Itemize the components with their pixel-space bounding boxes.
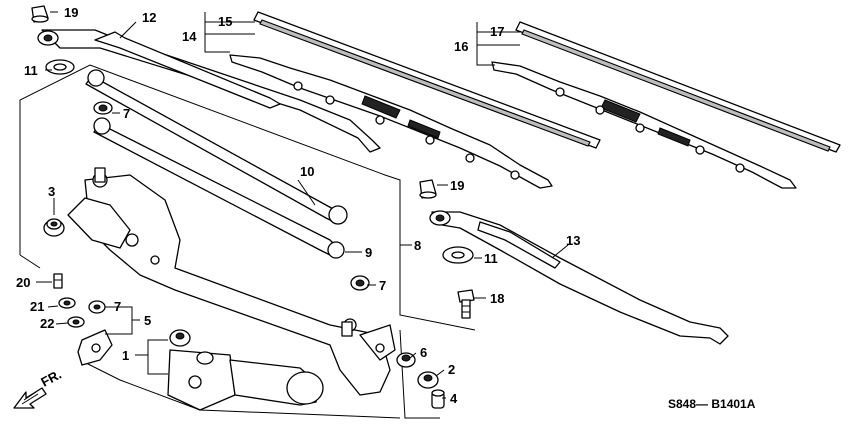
- bracket-5: [77, 329, 113, 366]
- nut-11-top: [45, 59, 75, 75]
- callout-11-right: 11: [484, 251, 498, 266]
- callout-15: 15: [218, 14, 232, 29]
- left-wiper-blade: [229, 11, 601, 189]
- callout-7-mid: 7: [379, 278, 386, 293]
- callout-14: 14: [182, 29, 197, 44]
- callout-4: 4: [450, 391, 458, 406]
- callout-1: 1: [122, 348, 129, 363]
- bushing-7-top: [93, 101, 113, 115]
- washer-21: [58, 297, 76, 309]
- callout-10: 10: [300, 164, 314, 179]
- callout-3: 3: [48, 184, 55, 199]
- bushing-7-mid: [350, 275, 370, 291]
- wiper-linkage-frame: [67, 167, 396, 396]
- callout-19-top: 19: [64, 5, 78, 20]
- callout-16: 16: [454, 39, 468, 54]
- leader-lines: [36, 11, 569, 399]
- callout-7-left: 7: [114, 299, 121, 314]
- diagram-code: S848— B1401A: [668, 397, 756, 411]
- front-direction-label: FR.: [38, 367, 64, 390]
- callout-18: 18: [490, 291, 504, 306]
- callout-5: 5: [144, 313, 151, 328]
- bushing-7-left: [88, 300, 106, 314]
- callout-6: 6: [420, 345, 427, 360]
- bolt-20: [53, 273, 63, 289]
- callout-20: 20: [16, 275, 30, 290]
- callout-labels: 19 12 15 14 11 17 16 7 10 19 3 13 8 9 11…: [16, 5, 580, 406]
- callout-12: 12: [142, 10, 156, 25]
- callout-2: 2: [448, 362, 455, 377]
- bolt-18: [457, 289, 475, 319]
- callout-11-top: 11: [24, 63, 38, 78]
- callout-22: 22: [40, 316, 54, 331]
- bushing-2: [417, 371, 439, 389]
- collar-4: [431, 389, 445, 409]
- grommet-6: [396, 352, 416, 368]
- callout-9: 9: [365, 245, 372, 260]
- grommet-3: [43, 218, 65, 237]
- callout-19-right: 19: [450, 178, 464, 193]
- callout-8: 8: [414, 238, 421, 253]
- right-wiper-blade: [491, 21, 841, 189]
- nut-11-right: [442, 246, 474, 264]
- washer-22: [67, 316, 85, 328]
- cap-nut-19-top: [31, 5, 49, 23]
- linkage-rods: [85, 69, 348, 259]
- callout-17: 17: [490, 24, 504, 39]
- right-wiper-arm: [429, 210, 729, 345]
- cap-nut-19-right: [419, 179, 437, 199]
- callout-13: 13: [566, 233, 580, 248]
- callout-7-top: 7: [123, 106, 130, 121]
- callout-21: 21: [30, 299, 44, 314]
- left-wiper-arm: [37, 29, 381, 153]
- wiper-motor: [167, 329, 324, 411]
- front-arrow-icon: [13, 387, 47, 409]
- front-direction-indicator: FR.: [13, 367, 64, 409]
